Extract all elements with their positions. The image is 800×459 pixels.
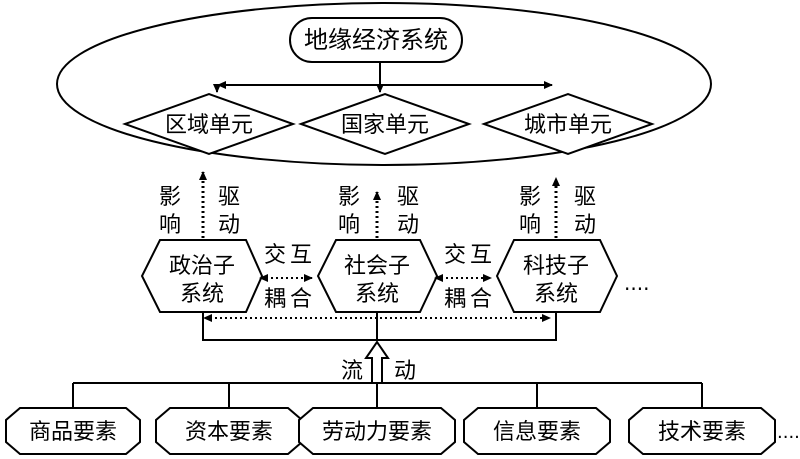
drive-label-2b: 动 <box>397 213 419 238</box>
element-information: 信息要素 <box>463 407 611 455</box>
geo-economic-system-ellipse <box>56 2 712 166</box>
flow-arrow <box>364 340 390 384</box>
interact-label-2a: 交 <box>444 243 466 268</box>
unit-label: 区域单元 <box>165 113 253 138</box>
subsystem-ellipsis: .... <box>624 271 649 295</box>
unit-diamond <box>298 92 472 156</box>
flow-label-a: 流 <box>341 359 363 384</box>
subsystem-bracket <box>202 312 557 341</box>
subsystem-tech: 科技子 系统 <box>495 239 619 313</box>
interact-label-1a: 交 <box>264 243 286 268</box>
element-octagon <box>5 407 141 455</box>
element-label: 信息要素 <box>493 420 581 445</box>
subsystem-hexagon <box>316 239 439 313</box>
unit-national: 国家单元 <box>298 92 472 156</box>
top-system-box <box>289 17 463 63</box>
unit-label: 国家单元 <box>341 113 429 138</box>
element-octagon <box>463 407 611 455</box>
subsystem-label-line1: 科技子 <box>523 254 589 279</box>
subsystem-label-line1: 政治子 <box>169 254 235 279</box>
influence-label-3a: 影 <box>519 185 541 210</box>
subsystem-label-line2: 系统 <box>180 282 224 307</box>
unit-diamond <box>481 92 655 156</box>
interact-label-1b: 互 <box>290 243 312 268</box>
element-octagon <box>628 407 776 455</box>
couple-label-2b: 合 <box>470 287 492 312</box>
unit-city: 城市单元 <box>481 92 655 156</box>
drive-label-3b: 动 <box>574 213 596 238</box>
subsystem-label-line2: 系统 <box>534 282 578 307</box>
influence-arrows <box>199 171 560 238</box>
drive-label-1a: 驱 <box>218 185 240 210</box>
element-label: 技术要素 <box>658 420 746 445</box>
element-commodity: 商品要素 <box>5 407 141 455</box>
interaction-arrows <box>203 274 551 322</box>
element-octagon <box>298 407 456 455</box>
top-system-label: 地缘经济系统 <box>304 26 448 54</box>
influence-label-3b: 响 <box>519 213 541 238</box>
unit-regional: 区域单元 <box>122 92 296 156</box>
subsystem-hexagon <box>495 239 619 313</box>
top-to-units-arrows <box>213 62 553 93</box>
drive-label-3a: 驱 <box>574 185 596 210</box>
couple-label-2a: 耦 <box>444 287 466 312</box>
subsystem-hexagon <box>140 239 264 313</box>
subsystem-social: 社会子 系统 <box>316 239 439 313</box>
element-bus <box>72 382 703 408</box>
flow-label-b: 动 <box>394 359 416 384</box>
element-octagon <box>155 407 303 455</box>
interaction-labels: 交 互 耦 合 交 互 耦 合 <box>264 243 492 312</box>
subsystem-political: 政治子 系统 <box>140 239 264 313</box>
element-labor: 劳动力要素 <box>298 407 456 455</box>
element-ellipsis: .... <box>777 422 800 443</box>
unit-diamond <box>122 92 296 156</box>
couple-label-1b: 合 <box>290 287 312 312</box>
couple-label-1a: 耦 <box>264 287 286 312</box>
element-technology: 技术要素 <box>628 407 776 455</box>
subsystem-label-line2: 系统 <box>355 282 399 307</box>
influence-label-1a: 影 <box>159 185 181 210</box>
element-label: 商品要素 <box>29 420 117 445</box>
unit-label: 城市单元 <box>524 113 612 138</box>
interact-label-2b: 互 <box>470 243 492 268</box>
element-label: 资本要素 <box>185 420 273 445</box>
drive-label-1b: 动 <box>218 213 240 238</box>
drive-label-2a: 驱 <box>397 185 419 210</box>
element-capital: 资本要素 <box>155 407 303 455</box>
element-label: 劳动力要素 <box>322 420 432 445</box>
influence-label-1b: 响 <box>159 213 181 238</box>
influence-label-2a: 影 <box>338 185 360 210</box>
influence-drive-labels: 影 响 驱 动 影 响 驱 动 影 响 驱 动 <box>159 185 596 238</box>
influence-label-2b: 响 <box>338 213 360 238</box>
subsystem-label-line1: 社会子 <box>344 254 410 279</box>
